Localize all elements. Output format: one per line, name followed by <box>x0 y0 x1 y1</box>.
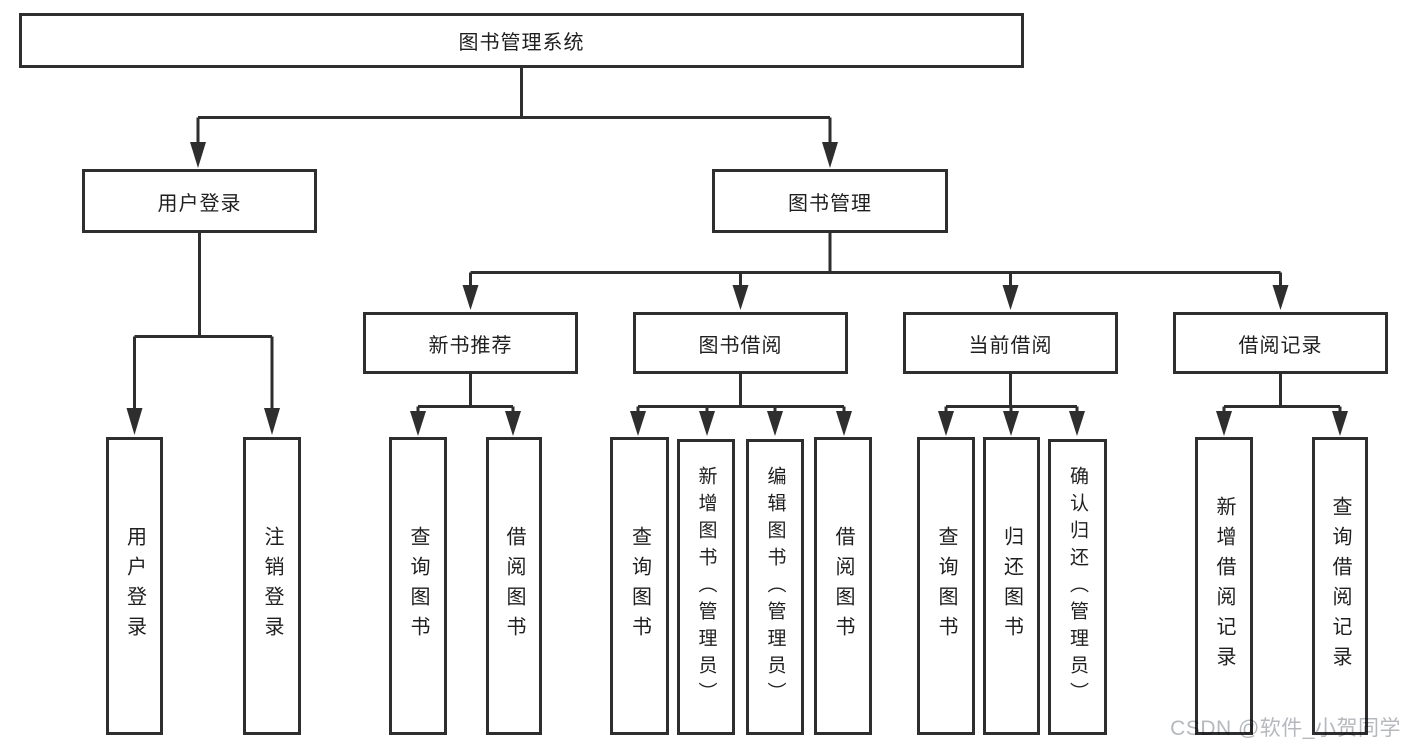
node-user-login-label: 用户登录 <box>157 192 242 215</box>
leaf-return-books-label: 归还图书 <box>1000 526 1023 646</box>
leaf-confirm-return-admin: 确认归还（管理员） <box>1048 439 1107 735</box>
leaf-add-borrow-record: 新增借阅记录 <box>1195 437 1253 735</box>
node-book-borrow: 图书借阅 <box>633 312 848 374</box>
leaf-query-books-recommend: 查询图书 <box>389 437 447 735</box>
leaf-query-borrow-record: 查询借阅记录 <box>1312 437 1368 735</box>
leaf-edit-books-admin: 编辑图书（管理员） <box>746 439 804 735</box>
leaf-edit-books-admin-label: 编辑图书（管理员） <box>764 465 786 709</box>
leaf-add-books-admin: 新增图书（管理员） <box>677 439 735 735</box>
leaf-borrow-books-borrow-label: 借阅图书 <box>832 526 854 646</box>
node-current-borrow-label: 当前借阅 <box>968 334 1053 357</box>
leaf-logout: 注销登录 <box>243 437 301 735</box>
node-root-system: 图书管理系统 <box>19 13 1024 68</box>
leaf-user-login: 用户登录 <box>106 437 163 735</box>
leaf-add-borrow-record-label: 新增借阅记录 <box>1213 496 1235 676</box>
node-book-management: 图书管理 <box>712 169 948 233</box>
leaf-return-books: 归还图书 <box>983 437 1040 735</box>
leaf-query-books-current: 查询图书 <box>917 437 975 735</box>
leaf-query-borrow-record-label: 查询借阅记录 <box>1329 496 1351 676</box>
node-new-book-recommend-label: 新书推荐 <box>428 334 513 357</box>
leaf-borrow-books-recommend: 借阅图书 <box>486 437 542 735</box>
leaf-logout-label: 注销登录 <box>261 526 283 646</box>
node-current-borrow: 当前借阅 <box>903 312 1118 374</box>
node-new-book-recommend: 新书推荐 <box>363 312 578 374</box>
leaf-user-login-label: 用户登录 <box>123 526 146 646</box>
csdn-watermark: CSDN @软件_小贺同学 <box>1170 717 1401 740</box>
leaf-borrow-books-borrow: 借阅图书 <box>814 437 872 735</box>
leaf-query-books-borrow-label: 查询图书 <box>628 526 651 646</box>
node-root-label: 图书管理系统 <box>458 32 585 54</box>
node-book-borrow-label: 图书借阅 <box>698 334 783 357</box>
node-book-management-label: 图书管理 <box>788 192 872 215</box>
leaf-query-books-borrow: 查询图书 <box>610 437 669 735</box>
node-user-login: 用户登录 <box>82 169 317 233</box>
leaf-add-books-admin-label: 新增图书（管理员） <box>695 465 717 709</box>
node-borrow-record-label: 借阅记录 <box>1238 334 1323 357</box>
leaf-query-books-recommend-label: 查询图书 <box>407 526 429 646</box>
node-borrow-record: 借阅记录 <box>1173 312 1388 374</box>
leaf-confirm-return-admin-label: 确认归还（管理员） <box>1067 465 1088 709</box>
leaf-borrow-books-recommend-label: 借阅图书 <box>503 526 525 646</box>
leaf-query-books-current-label: 查询图书 <box>935 526 957 646</box>
